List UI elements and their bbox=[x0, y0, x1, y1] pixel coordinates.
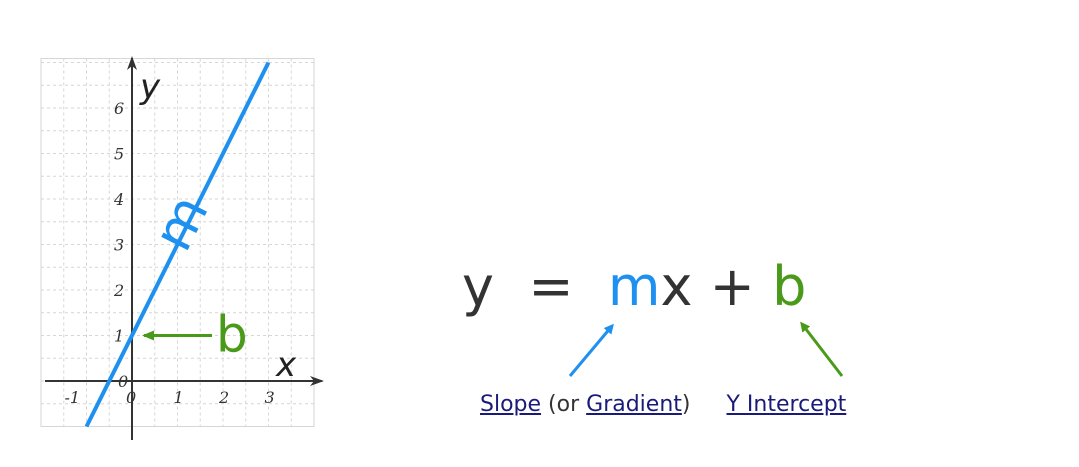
slope-link[interactable]: Slope bbox=[480, 392, 542, 417]
plot-line bbox=[84, 61, 271, 428]
equation-y: y bbox=[462, 255, 494, 318]
origin-label: 0 bbox=[118, 372, 128, 391]
equation: y = mx + b bbox=[462, 252, 806, 322]
x-tick-label: 1 bbox=[174, 388, 184, 407]
slope-arrow bbox=[568, 323, 614, 377]
y-intercept-link[interactable]: Y Intercept bbox=[726, 392, 847, 417]
tick-labels: -1 0 1 2 3 1 2 3 4 5 6 0 x y bbox=[65, 67, 298, 407]
equation-labels: Slope (or Gradient) Y Intercept bbox=[480, 392, 846, 417]
axes bbox=[45, 56, 324, 440]
intercept-arrow bbox=[800, 321, 844, 377]
x-tick-label: 2 bbox=[218, 388, 229, 407]
x-tick-label: -1 bbox=[65, 388, 81, 407]
y-tick-label: 6 bbox=[114, 99, 124, 118]
x-tick-label: 0 bbox=[126, 388, 136, 407]
intercept-label-b: b bbox=[216, 306, 248, 364]
close-paren: ) bbox=[681, 392, 691, 417]
y-tick-label: 2 bbox=[113, 281, 124, 300]
plot-line-group bbox=[84, 61, 271, 428]
x-axis-label: x bbox=[275, 345, 297, 385]
equation-b: b bbox=[772, 255, 807, 318]
y-tick-label: 4 bbox=[113, 190, 124, 209]
y-tick-label: 1 bbox=[114, 327, 124, 346]
or-text: (or bbox=[548, 392, 587, 417]
equation-plus: + bbox=[709, 255, 755, 318]
y-axis-label: y bbox=[139, 67, 161, 107]
gradient-link[interactable]: Gradient bbox=[586, 392, 682, 417]
equation-equals: = bbox=[528, 255, 574, 318]
y-tick-label: 5 bbox=[114, 145, 124, 164]
equation-m: m bbox=[607, 255, 661, 318]
x-tick-label: 3 bbox=[265, 388, 275, 407]
equation-x: x bbox=[660, 255, 693, 318]
y-tick-label: 3 bbox=[114, 236, 124, 255]
